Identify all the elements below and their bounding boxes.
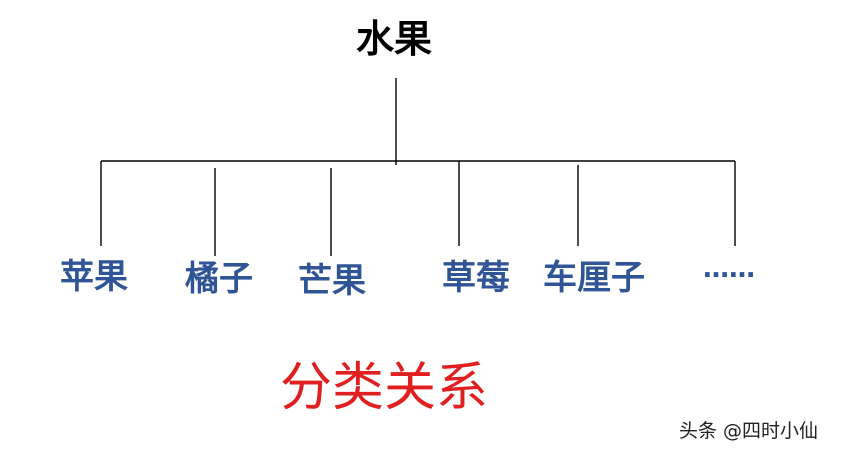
child-node-label-5: 车厘子 [543,258,645,298]
child-node-label-2: 橘子 [185,259,253,299]
root-node-label: 水果 [356,17,433,61]
relation-caption: 分类关系 [280,358,489,418]
child-node-label-3: 芒果 [298,261,366,301]
child-node-label-1: 苹果 [60,257,128,297]
child-node-label-4: 草莓 [442,258,510,298]
child-node-label-6: …… [703,254,755,284]
source-watermark: 头条 @四时小仙 [679,420,819,442]
